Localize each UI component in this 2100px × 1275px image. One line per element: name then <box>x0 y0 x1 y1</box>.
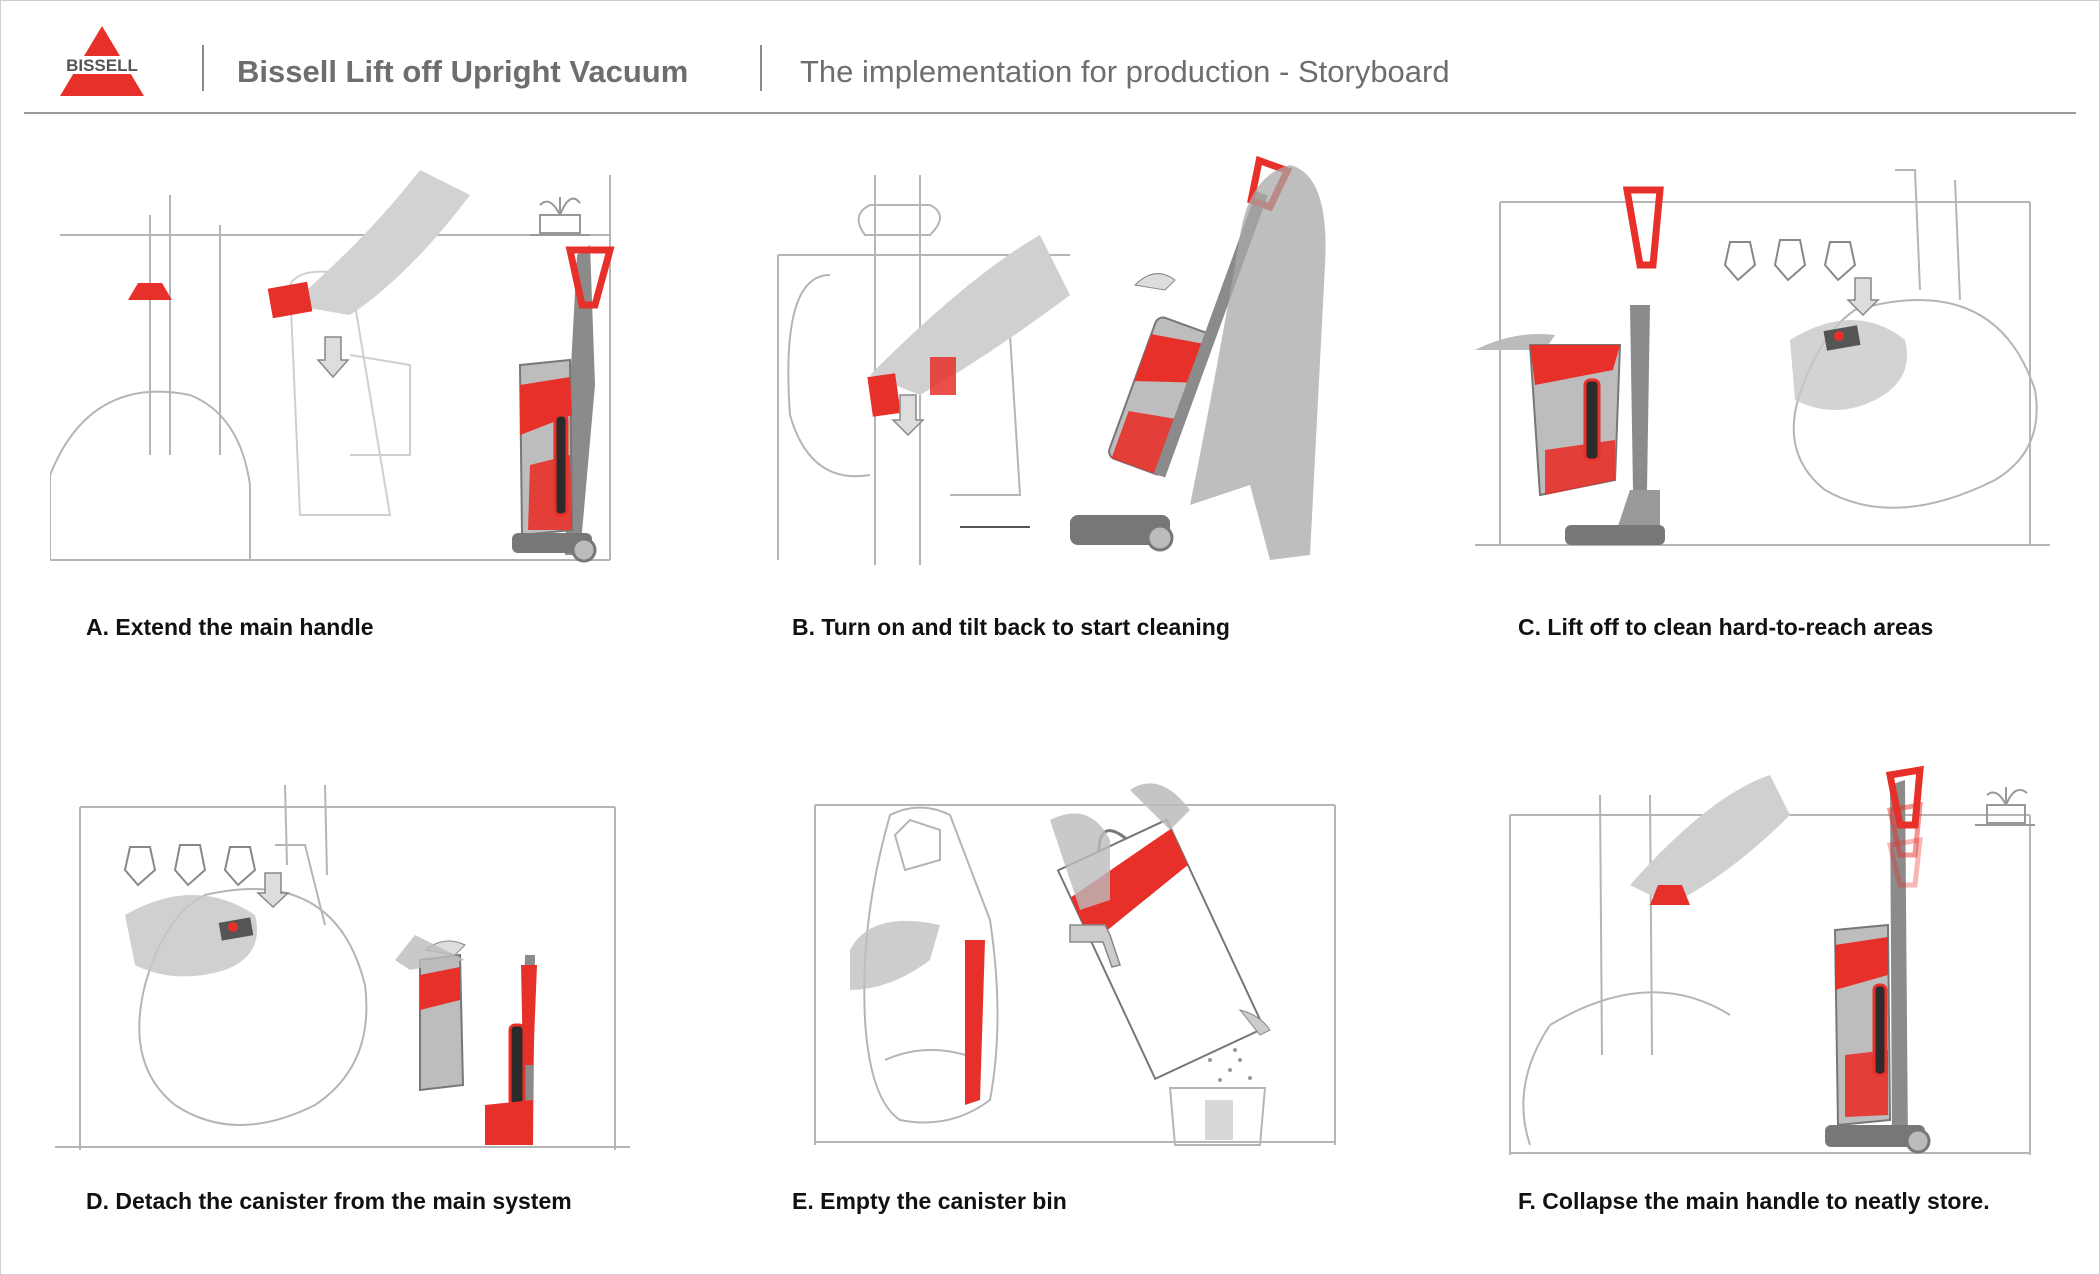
panel-b-caption: B. Turn on and tilt back to start cleani… <box>792 614 1230 640</box>
panel-e-caption: E. Empty the canister bin <box>792 1188 1067 1214</box>
panel-f-caption: F. Collapse the main handle to neatly st… <box>1518 1188 1990 1214</box>
header-divider <box>202 45 204 91</box>
panel-c-caption: C. Lift off to clean hard-to-reach areas <box>1518 614 1934 640</box>
storyboard-subtitle: The implementation for production - Stor… <box>800 54 1450 89</box>
panel-c-illustration <box>1475 150 2050 570</box>
panel-b-illustration <box>770 155 1340 575</box>
panel-e-illustration <box>790 760 1350 1160</box>
panel-a-illustration <box>50 155 620 575</box>
header-rule <box>24 112 2076 114</box>
header: BISSELL Bissell Lift off Upright Vacuum … <box>0 0 2100 116</box>
panel-d-illustration <box>55 785 630 1155</box>
bissell-logo: BISSELL <box>52 26 152 96</box>
panel-d-caption: D. Detach the canister from the main sys… <box>86 1188 572 1214</box>
header-divider <box>760 45 762 91</box>
panel-f-illustration <box>1490 755 2050 1160</box>
product-title: Bissell Lift off Upright Vacuum <box>237 54 689 89</box>
svg-text:BISSELL: BISSELL <box>66 56 138 75</box>
panel-a-caption: A. Extend the main handle <box>86 614 374 640</box>
